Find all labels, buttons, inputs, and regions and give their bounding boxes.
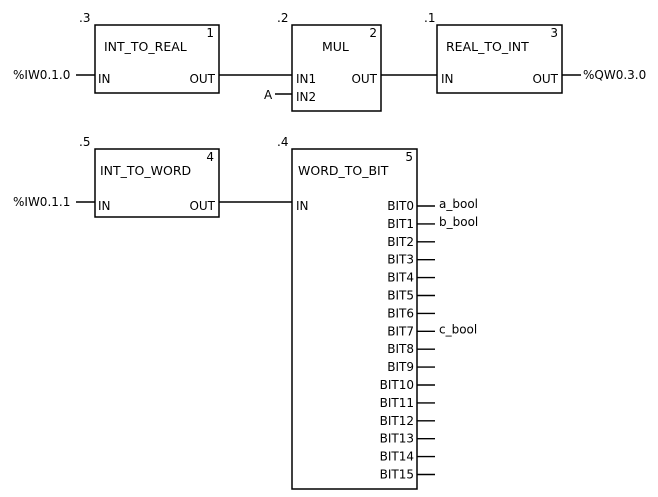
pin-bit-label: BIT0 — [387, 199, 414, 213]
block-order-label: .2 — [277, 11, 288, 25]
block-order-label: .1 — [424, 11, 435, 25]
block-exec-number: 5 — [405, 150, 413, 164]
pin-bit-label: BIT5 — [387, 289, 414, 303]
output-variable[interactable]: a_bool — [439, 197, 478, 211]
real-to-int-block[interactable]: .1 3 REAL_TO_INT IN OUT %QW0.3.0 — [424, 11, 646, 94]
input-variable[interactable]: %IW0.1.0 — [13, 68, 70, 82]
mul-block[interactable]: .2 2 MUL IN1 IN2 OUT A — [264, 11, 382, 112]
pin-bit-label: BIT2 — [387, 235, 414, 249]
pin-bit-label: BIT7 — [387, 324, 414, 338]
block-exec-number: 2 — [369, 26, 377, 40]
pin-in-label: IN — [296, 199, 309, 213]
pin-bit-label: BIT6 — [387, 306, 414, 320]
block-order-label: .3 — [79, 11, 90, 25]
pin-in-label: IN — [441, 72, 454, 86]
pin-bit-label: BIT9 — [387, 360, 414, 374]
pin-out-label: OUT — [189, 199, 215, 213]
pin-bit-label: BIT1 — [387, 217, 414, 231]
int-to-real-block[interactable]: .3 1 INT_TO_REAL IN OUT %IW0.1.0 — [13, 11, 220, 94]
pin-bit-label: BIT3 — [387, 253, 414, 267]
block-body[interactable] — [94, 24, 220, 94]
output-variable[interactable]: %QW0.3.0 — [583, 68, 646, 82]
int-to-word-block[interactable]: .5 4 INT_TO_WORD IN OUT %IW0.1.1 — [13, 135, 220, 218]
block-body[interactable] — [94, 148, 220, 218]
pin-in-label: IN — [98, 199, 111, 213]
block-order-label: .5 — [79, 135, 90, 149]
pin-bit-label: BIT13 — [380, 432, 414, 446]
pin-out-label: OUT — [532, 72, 558, 86]
pin-in-label: IN — [98, 72, 111, 86]
block-body[interactable] — [291, 148, 418, 490]
pin-bit-label: BIT10 — [380, 378, 414, 392]
pin-bit-label: BIT14 — [380, 450, 414, 464]
pin-in2-label: IN2 — [296, 90, 316, 104]
pin-bit-label: BIT11 — [380, 396, 414, 410]
block-title: WORD_TO_BIT — [298, 163, 389, 178]
block-exec-number: 1 — [206, 26, 214, 40]
input-variable[interactable]: A — [264, 88, 273, 102]
pin-bit-label: BIT4 — [387, 271, 414, 285]
block-order-label: .4 — [277, 135, 288, 149]
block-title: REAL_TO_INT — [446, 39, 529, 54]
block-title: INT_TO_REAL — [104, 39, 187, 54]
pin-bit-label: BIT15 — [380, 468, 414, 482]
block-title: INT_TO_WORD — [100, 163, 191, 178]
block-exec-number: 3 — [550, 26, 558, 40]
input-variable[interactable]: %IW0.1.1 — [13, 195, 70, 209]
pin-out-label: OUT — [351, 72, 377, 86]
pin-bit-label: BIT12 — [380, 414, 414, 428]
pin-bit-label: BIT8 — [387, 342, 414, 356]
output-variable[interactable]: b_bool — [439, 215, 478, 229]
output-variable[interactable]: c_bool — [439, 322, 477, 336]
pin-in1-label: IN1 — [296, 72, 316, 86]
block-title: MUL — [322, 39, 349, 54]
block-body[interactable] — [291, 24, 382, 112]
block-body[interactable] — [436, 24, 563, 94]
pin-out-label: OUT — [189, 72, 215, 86]
block-exec-number: 4 — [206, 150, 214, 164]
